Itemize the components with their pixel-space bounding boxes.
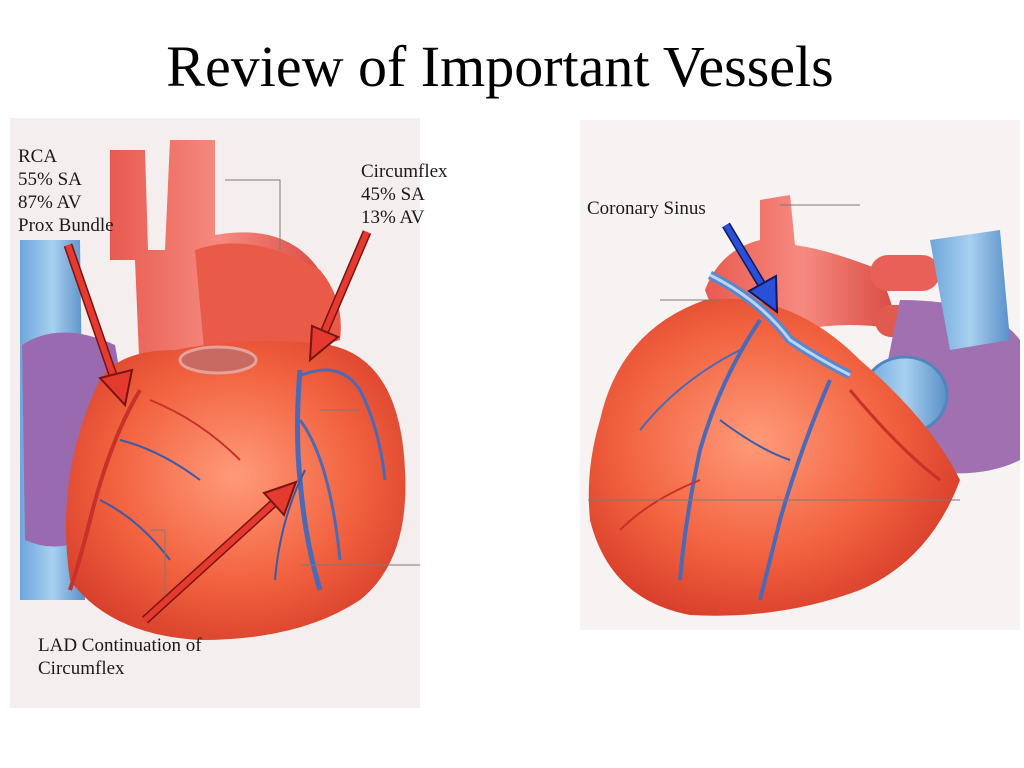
coronary-sinus-label: Coronary Sinus <box>587 197 706 220</box>
rca-label: RCA 55% SA 87% AV Prox Bundle <box>18 145 114 237</box>
circumflex-label: Circumflex 45% SA 13% AV <box>361 160 448 229</box>
lad-label: LAD Continuation of Circumflex <box>38 634 202 680</box>
rca-label-line: 87% AV <box>18 192 82 213</box>
rca-label-line: Prox Bundle <box>18 215 114 236</box>
slide-title: Review of Important Vessels <box>166 34 834 99</box>
coronary-sinus-label-line: Coronary Sinus <box>587 198 706 219</box>
anterior-heart-illustration <box>10 118 420 708</box>
rca-label-line: RCA <box>18 146 58 167</box>
coronary-sinus-arrow <box>722 222 779 315</box>
lad-arrow <box>141 480 298 624</box>
circumflex-arrow <box>308 230 372 363</box>
circumflex-label-line: 45% SA <box>361 184 425 205</box>
lad-label-line: Circumflex <box>38 658 125 679</box>
posterior-heart-illustration <box>580 120 1020 630</box>
rca-label-line: 55% SA <box>18 169 82 190</box>
lad-label-line: LAD Continuation of <box>38 635 202 656</box>
circumflex-label-line: 13% AV <box>361 207 425 228</box>
circumflex-label-line: Circumflex <box>361 161 448 182</box>
rca-arrow <box>63 243 134 408</box>
